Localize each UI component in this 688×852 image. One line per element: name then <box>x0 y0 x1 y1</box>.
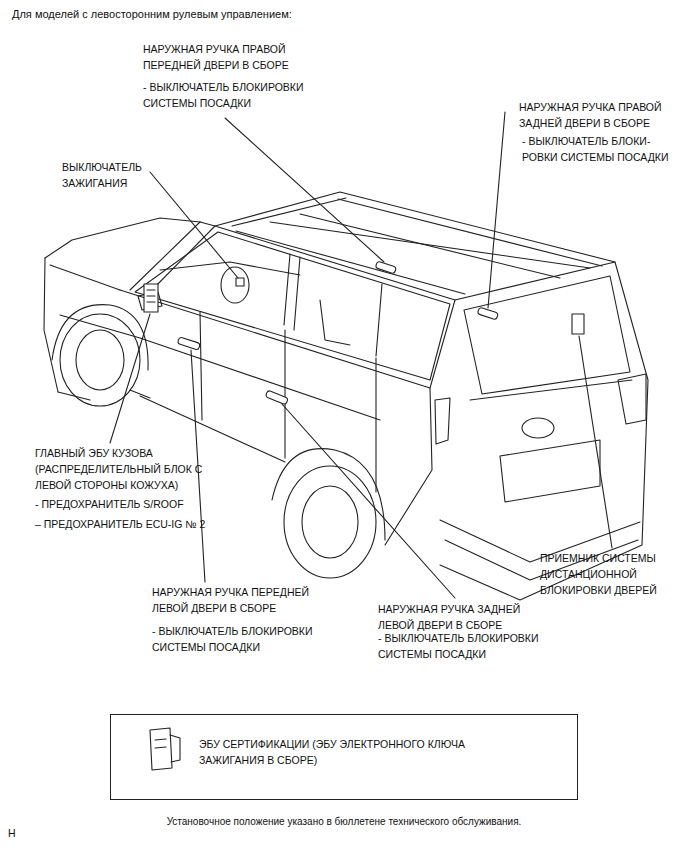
figure-code: H <box>8 826 28 842</box>
component-box: ЭБУ СЕРТИФИКАЦИИ (ЭБУ ЭЛЕКТРОННОГО КЛЮЧА… <box>110 714 578 800</box>
callout-label: НАРУЖНАЯ РУЧКА ЗАДНЕЙ ЛЕВОЙ ДВЕРИ В СБОР… <box>378 602 553 634</box>
callout-label: ВЫКЛЮЧАТЕЛЬ ЗАЖИГАНИЯ <box>62 160 162 192</box>
callout-label: НАРУЖНАЯ РУЧКА ПРАВОЙ ЗАДНЕЙ ДВЕРИ В СБО… <box>519 100 684 132</box>
callout-label: - ВЫКЛЮЧАТЕЛЬ БЛОКИ- РОВКИ СИСТЕМЫ ПОСАД… <box>522 134 672 166</box>
component-name: ЭБУ СЕРТИФИКАЦИИ (ЭБУ ЭЛЕКТРОННОГО КЛЮЧА… <box>199 737 469 769</box>
callout-label: - ВЫКЛЮЧАТЕЛЬ БЛОКИРОВКИ СИСТЕМЫ ПОСАДКИ <box>143 80 318 112</box>
callout-label: - ВЫКЛЮЧАТЕЛЬ БЛОКИРОВКИ СИСТЕМЫ ПОСАДКИ <box>152 624 327 656</box>
callout-label: ПРИЕМНИК СИСТЕМЫ ДИСТАНЦИОННОЙ БЛОКИРОВК… <box>540 551 680 598</box>
callout-label: НАРУЖНАЯ РУЧКА ПРАВОЙ ПЕРЕДНЕЙ ДВЕРИ В С… <box>143 42 318 74</box>
caption-note: Установочное положение указано в бюллете… <box>0 814 688 829</box>
callout-label: НАРУЖНАЯ РУЧКА ПЕРЕДНЕЙ ЛЕВОЙ ДВЕРИ В СБ… <box>152 585 327 617</box>
callout-label: – ПРЕДОХРАНИТЕЛЬ ECU-IG № 2 <box>35 517 245 533</box>
page-title: Для моделей с левосторонним рулевым упра… <box>12 6 292 23</box>
callout-label: - ПРЕДОХРАНИТЕЛЬ S/ROOF <box>35 497 245 513</box>
callout-label: - ВЫКЛЮЧАТЕЛЬ БЛОКИРОВКИ СИСТЕМЫ ПОСАДКИ <box>378 631 553 663</box>
callout-label: ГЛАВНЫЙ ЭБУ КУЗОВА (РАСПРЕДЕЛИТЕЛЬНЫЙ БЛ… <box>35 446 210 493</box>
